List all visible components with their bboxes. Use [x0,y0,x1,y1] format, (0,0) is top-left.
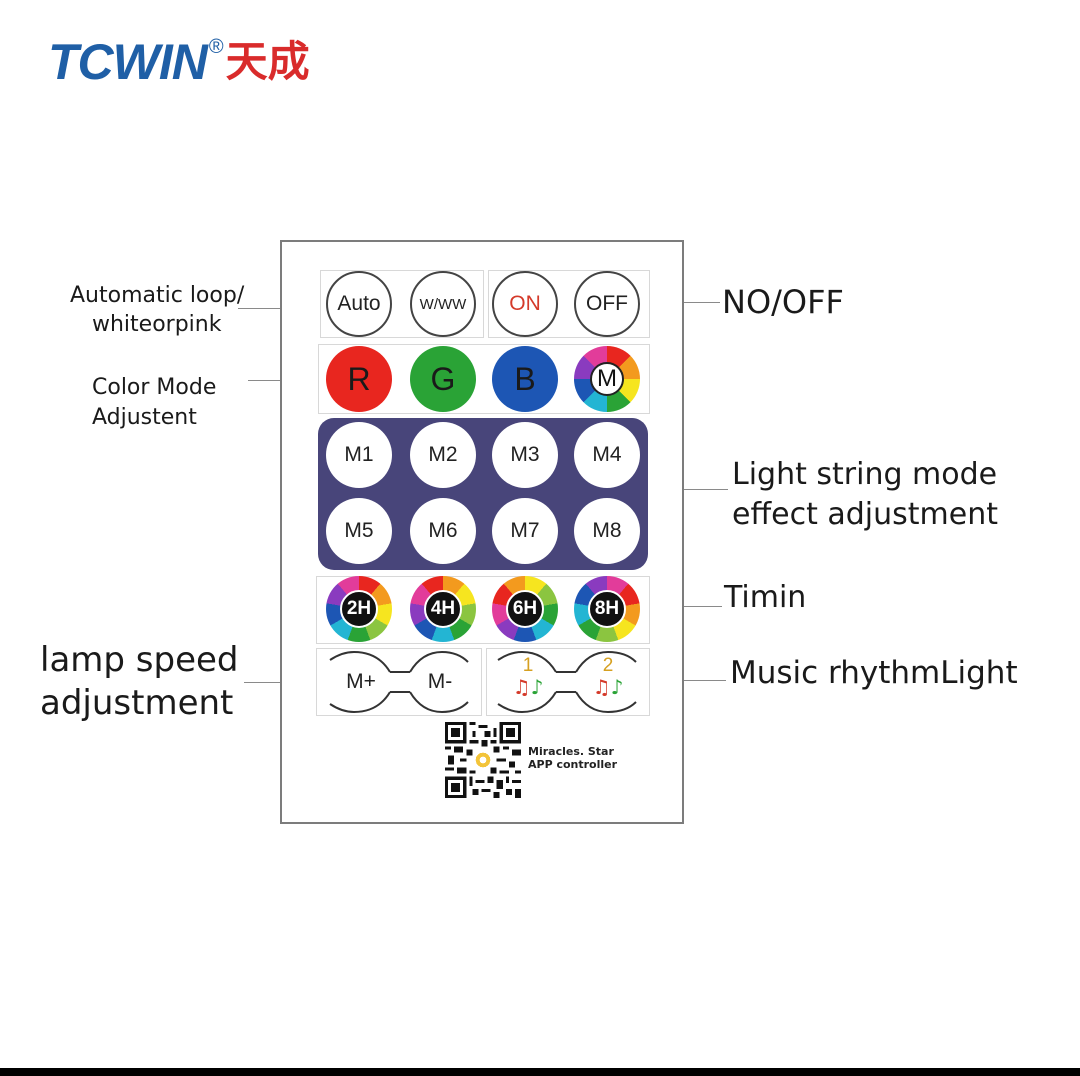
timer-button-8h[interactable]: 8H [574,576,640,642]
music-2-number: 2 [602,655,614,676]
music-2-arc-top [575,650,637,673]
group-power [488,270,650,338]
label-music-rhythm: Music rhythmLight [730,655,1018,691]
brand-logo: TCWIN ® 天成 [48,32,310,92]
label-automatic-loop: Automatic loop/ whiteorpink [70,281,244,339]
leader-line-modes [650,489,728,490]
qr-caption-line1: Miracles. Star [528,745,614,758]
group-music [486,648,650,716]
multicolor-inner: M [590,362,624,396]
label-lamp-speed-line2: adjustment [40,683,234,723]
music-note-icon: ♫♪ [592,675,624,699]
speed-up-arc-top [329,650,391,673]
label-color-mode-line1: Color Mode [92,375,217,400]
group-speed [316,648,482,716]
bottom-border [0,1068,1080,1076]
mode-button-m5[interactable]: M5 [326,498,392,564]
speed-up-arc-bottom [329,691,391,714]
logo-english: TCWIN [48,34,208,90]
green-button[interactable]: G [410,346,476,412]
speed-music-connectors [329,650,637,714]
label-no-off: NO/OFF [722,283,844,321]
label-timin: Timin [724,580,807,615]
mode-button-m8[interactable]: M8 [574,498,640,564]
music-button-1[interactable]: 1 ♫♪ [504,655,552,699]
mode-button-m3[interactable]: M3 [492,422,558,488]
multicolor-button[interactable]: M [574,346,640,412]
qr-caption: Miracles. Star APP controller [528,745,617,771]
mode-button-m6[interactable]: M6 [410,498,476,564]
www-button[interactable]: W/WW [410,271,476,337]
mode-button-m4[interactable]: M4 [574,422,640,488]
timer-4h-inner: 4H [424,590,462,628]
blue-button[interactable]: B [492,346,558,412]
group-timers [316,576,650,644]
timer-6h-inner: 6H [506,590,544,628]
qr-caption-line2: APP controller [528,758,618,771]
remote-control: Auto W/WW ON OFF R G B M M1 M2 M3 M4 M5 … [280,240,684,824]
mode-button-m7[interactable]: M7 [492,498,558,564]
leader-line-timer [648,606,722,607]
label-light-string-line2: effect adjustment [732,497,999,532]
leader-line-music [646,680,726,681]
label-light-string: Light string mode effect adjustment [732,455,998,535]
label-lamp-speed-line1: lamp speed [40,640,239,680]
mode-button-m1[interactable]: M1 [326,422,392,488]
music-1-arc-top [497,650,557,673]
speed-down-arc-bottom [409,691,469,714]
mode-button-m2[interactable]: M2 [410,422,476,488]
speed-down-arc-top [409,650,469,673]
music-2-arc-bottom [575,691,637,714]
timer-button-2h[interactable]: 2H [326,576,392,642]
timer-button-6h[interactable]: 6H [492,576,558,642]
qr-code-icon [445,722,521,798]
music-1-number: 1 [522,655,534,676]
auto-button[interactable]: Auto [326,271,392,337]
music-button-2[interactable]: 2 ♫♪ [584,655,632,699]
label-color-mode-line2: Adjustent [92,405,197,430]
music-1-arc-bottom [497,691,557,714]
label-automatic-loop-line2: whiteorpink [92,312,222,337]
timer-button-4h[interactable]: 4H [410,576,476,642]
label-lamp-speed: lamp speed adjustment [40,639,239,725]
group-colors [318,344,650,414]
logo-chinese: 天成 [225,37,310,86]
logo-registered-mark: ® [208,36,224,58]
label-color-mode: Color Mode Adjustent [92,373,216,433]
leader-line-auto [238,308,320,309]
on-button[interactable]: ON [492,271,558,337]
speed-up-button[interactable]: M+ [346,670,376,693]
timer-8h-inner: 8H [588,590,626,628]
off-button[interactable]: OFF [574,271,640,337]
leader-line-power [650,302,720,303]
label-light-string-line1: Light string mode [732,457,998,492]
timer-2h-inner: 2H [340,590,378,628]
speed-down-button[interactable]: M- [427,670,453,693]
music-note-icon: ♫♪ [512,675,544,699]
label-automatic-loop-line1: Automatic loop/ [70,283,245,308]
red-button[interactable]: R [326,346,392,412]
group-auto-www [320,270,484,338]
